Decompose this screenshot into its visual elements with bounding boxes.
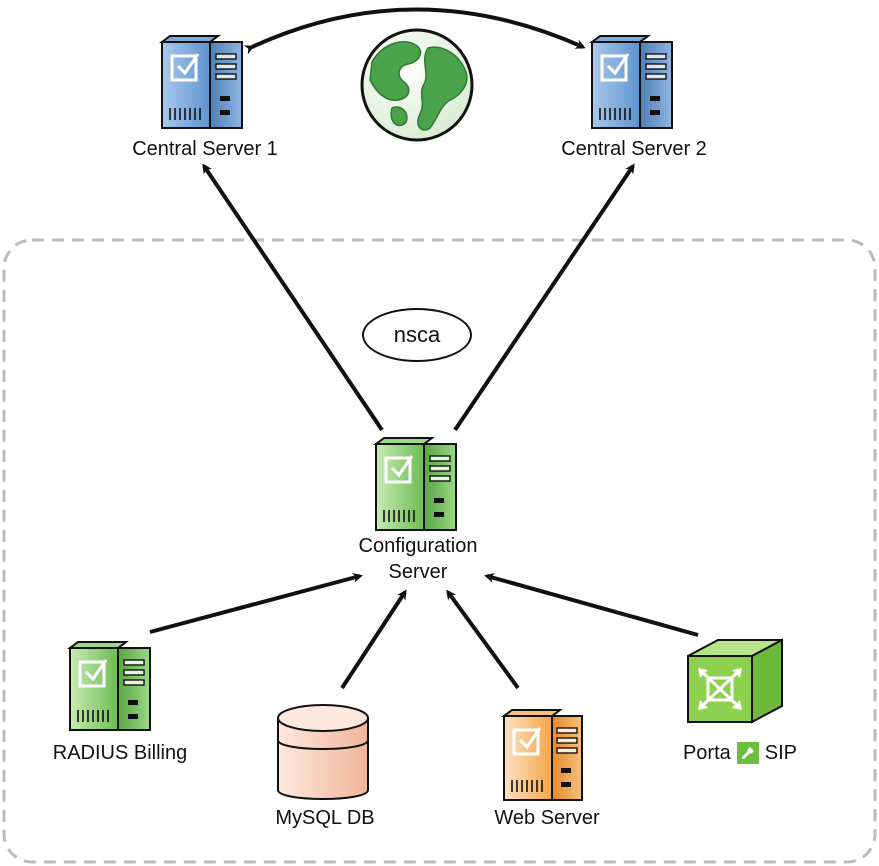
central-server-2-icon	[589, 35, 673, 129]
mysql-db-label: MySQL DB	[275, 807, 375, 829]
nsca-protocol-label: nsca	[362, 308, 472, 362]
configuration-server-label-line-2: Server	[388, 561, 448, 583]
porta-sip-router-icon	[687, 638, 783, 724]
mysql-db-icon	[277, 704, 369, 800]
arrow-porta-to-config	[484, 573, 699, 637]
arrow-mysql-to-config	[340, 589, 407, 690]
porta-logo-icon	[736, 742, 759, 764]
configuration-server-icon	[373, 437, 457, 531]
configuration-server-label-line-1: Configuration	[358, 535, 478, 557]
radius-billing-icon	[67, 641, 151, 731]
arrow-radius-to-config	[149, 572, 363, 634]
configuration-server-label: Configuration Server	[318, 533, 518, 585]
web-server-label: Web Server	[494, 807, 600, 829]
globe-icon	[360, 28, 474, 142]
arrow-config-to-central-2	[453, 163, 635, 432]
arrow-web-to-config	[446, 589, 520, 690]
central-server-1-icon	[159, 35, 243, 129]
central-server-1-label: Central Server 1	[132, 138, 278, 160]
porta-sip-label-right: SIP	[764, 742, 798, 764]
network-boundary	[2, 238, 877, 864]
central-server-2-label: Central Server 2	[561, 138, 707, 160]
porta-sip-label-row: Porta SIP	[683, 740, 797, 766]
connection-arrows	[149, 7, 699, 690]
porta-sip-label: Porta SIP	[640, 740, 840, 766]
radius-billing-label: RADIUS Billing	[52, 742, 188, 764]
porta-sip-label-left: Porta	[682, 742, 731, 764]
web-server-icon	[501, 709, 583, 801]
arrow-central-link	[243, 7, 586, 55]
arrow-config-to-central-1	[202, 163, 384, 432]
